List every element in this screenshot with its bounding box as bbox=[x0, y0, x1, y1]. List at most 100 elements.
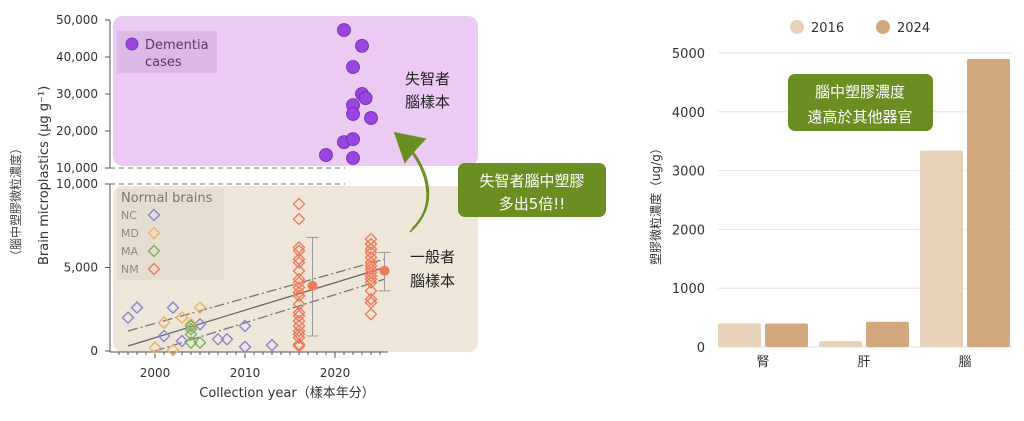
data-point-md bbox=[193, 301, 207, 315]
data-point-nm bbox=[364, 242, 378, 256]
y-tick-label: 30,000 bbox=[56, 87, 98, 101]
data-point-nc bbox=[157, 329, 171, 343]
data-point-nc bbox=[193, 317, 207, 331]
legend-ma-marker bbox=[147, 244, 161, 258]
bar-y-axis-label: 塑膠微粒濃度（ug/g） bbox=[648, 142, 663, 265]
left-axes: 50,00040,00030,00020,00010,00010,0005,00… bbox=[56, 13, 388, 380]
data-point-dementia bbox=[358, 91, 373, 105]
data-point-nc bbox=[238, 319, 252, 333]
data-point-nc bbox=[121, 311, 135, 325]
y-tick-label: 10,000 bbox=[56, 161, 98, 175]
x-tick-label: 2010 bbox=[230, 366, 261, 380]
data-point-nm bbox=[292, 256, 306, 269]
bar-y-tick-label: 5000 bbox=[672, 47, 705, 62]
bar-y-tick-label: 4000 bbox=[672, 106, 705, 121]
data-point-nc bbox=[166, 301, 180, 315]
data-point-nm bbox=[364, 307, 378, 321]
y-axis-label: Brain microplastics (µg g⁻¹) （腦中塑膠微粒濃度） bbox=[8, 86, 52, 265]
data-point-dementia bbox=[346, 107, 360, 121]
bar-x-tick-label: 腦 bbox=[958, 355, 971, 370]
data-point-dementia bbox=[355, 39, 369, 53]
y-axis-label-en: Brain microplastics (µg g⁻¹) bbox=[37, 86, 52, 265]
bar-x-tick-label: 肝 bbox=[857, 355, 870, 370]
legend-normal-label: NM bbox=[121, 263, 139, 276]
right-bars bbox=[718, 58, 1010, 347]
normal-annotation-2: 腦樣本 bbox=[410, 272, 455, 290]
regression-line-fit bbox=[127, 266, 385, 347]
bar-2024-1 bbox=[866, 321, 909, 347]
bar-2024-2 bbox=[967, 58, 1010, 347]
legend-2016-label: 2016 bbox=[811, 21, 844, 36]
left-marks bbox=[121, 23, 391, 357]
dementia-annotation-2: 腦樣本 bbox=[405, 93, 450, 111]
callout-bubble bbox=[458, 163, 606, 217]
data-point-nm bbox=[292, 306, 306, 320]
data-point-nm bbox=[292, 281, 306, 295]
bar-callout-line-2: 遠高於其他器官 bbox=[807, 108, 912, 126]
bar-2016-1 bbox=[819, 341, 862, 347]
callout-line-2: 多出5倍!! bbox=[499, 195, 566, 213]
data-point-md bbox=[157, 316, 171, 330]
data-point-nm bbox=[292, 324, 306, 338]
data-point-md bbox=[166, 343, 180, 357]
legend-2024-swatch bbox=[876, 20, 890, 34]
legend-normal-title: Normal brains bbox=[121, 191, 213, 206]
arrow-icon bbox=[393, 131, 430, 233]
y-tick-label: 0 bbox=[90, 344, 98, 358]
mean-point bbox=[379, 265, 390, 276]
data-point-nm bbox=[364, 237, 378, 251]
legend-dementia-marker bbox=[125, 37, 139, 51]
legend-2024-label: 2024 bbox=[897, 21, 930, 36]
data-point-nm bbox=[292, 272, 306, 286]
data-point-nc bbox=[265, 338, 279, 352]
data-point-ma bbox=[184, 336, 198, 350]
data-point-dementia bbox=[346, 151, 360, 165]
legend-normal-label: NC bbox=[121, 209, 137, 222]
data-point-nm bbox=[292, 197, 306, 211]
normal-annotation-1: 一般者 bbox=[410, 248, 455, 266]
mean-point bbox=[307, 280, 318, 291]
data-point-ma bbox=[184, 327, 198, 341]
y-tick-label: 50,000 bbox=[56, 13, 98, 27]
bar-x-tick-label: 腎 bbox=[756, 355, 769, 370]
data-point-nm bbox=[292, 339, 306, 353]
data-point-nc bbox=[220, 332, 234, 346]
y-tick-label: 5,000 bbox=[64, 261, 98, 275]
callout-line-1: 失智者腦中塑膠 bbox=[479, 172, 584, 190]
legend-normal-label: MD bbox=[121, 227, 139, 240]
data-point-dementia bbox=[346, 60, 360, 74]
data-point-nc bbox=[130, 301, 144, 315]
legend-nc-marker bbox=[147, 208, 161, 222]
data-point-dementia bbox=[364, 111, 378, 125]
data-point-dementia bbox=[319, 148, 333, 162]
bar-callout-line-1: 腦中塑膠濃度 bbox=[815, 83, 905, 101]
y-tick-label: 40,000 bbox=[56, 50, 98, 64]
dementia-annotation-1: 失智者 bbox=[405, 70, 450, 88]
x-tick-label: 2020 bbox=[320, 366, 351, 380]
data-point-nm bbox=[364, 292, 378, 306]
bar-y-tick-label: 0 bbox=[697, 341, 705, 356]
data-point-md bbox=[175, 311, 189, 325]
data-point-nm bbox=[364, 269, 378, 283]
bar-callout-bubble bbox=[788, 74, 933, 131]
legend-md-marker bbox=[147, 226, 161, 240]
bar-y-tick-label: 2000 bbox=[672, 223, 705, 238]
regression-line-upper bbox=[127, 258, 385, 332]
legend-dementia-label-1: Dementia bbox=[145, 38, 209, 53]
bar-2024-0 bbox=[765, 323, 808, 347]
bar-y-tick-label: 3000 bbox=[672, 165, 705, 180]
bar-2016-2 bbox=[920, 150, 963, 347]
legend-dementia-label-2: cases bbox=[145, 55, 182, 70]
data-point-ma bbox=[184, 319, 198, 333]
legend-nm-marker bbox=[147, 262, 161, 276]
bar-y-tick-label: 1000 bbox=[672, 282, 705, 297]
data-point-nm bbox=[292, 212, 306, 226]
data-point-nm bbox=[292, 337, 306, 351]
y-tick-label: 20,000 bbox=[56, 124, 98, 138]
right-axes: 0 1000 2000 3000 4000 5000 腎 肝 腦 bbox=[672, 47, 1012, 370]
data-point-nc bbox=[211, 332, 225, 346]
data-point-md bbox=[148, 341, 162, 355]
y-axis-label-cn: （腦中塑膠微粒濃度） bbox=[8, 142, 23, 262]
